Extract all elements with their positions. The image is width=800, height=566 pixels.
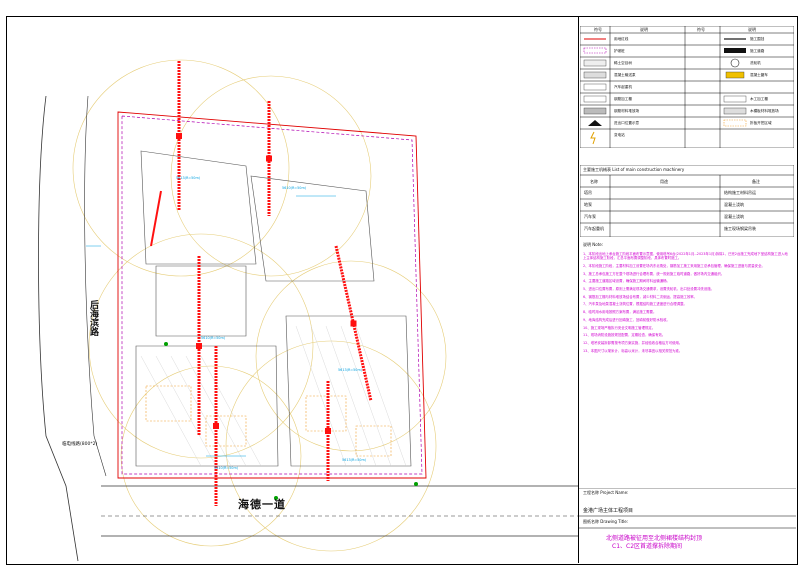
legend-item: 用地红线 bbox=[614, 37, 629, 41]
west-road-edge bbox=[38, 95, 79, 562]
site-plan-drawing bbox=[38, 59, 578, 562]
tower-cranes bbox=[150, 61, 373, 506]
machinery-cell-name: 汽车起重机 bbox=[584, 226, 604, 231]
machinery-header-remark: 备注 bbox=[752, 179, 760, 184]
legend-item: 混凝土输送泵 bbox=[614, 73, 636, 77]
note-item: 12、塔吊安装拆卸需按专项方案实施，并经验收合格后方可使用。 bbox=[583, 340, 683, 345]
legend-item: 施工围挡 bbox=[750, 37, 765, 41]
dimension-lines bbox=[86, 195, 336, 457]
legend-header-symbol: 符号 bbox=[594, 27, 602, 32]
note-item: 5、进出口位置布置，原则上需满足现场交通需求，设置洗轮机，出口处设置冲洗设施。 bbox=[583, 287, 714, 292]
tower-crane-base bbox=[325, 428, 331, 434]
machinery-cell-use: 混凝土浇筑 bbox=[724, 214, 744, 219]
machinery-header-name: 名称 bbox=[590, 179, 598, 184]
drawing-title-line2: C1、C2区首道撑拆除期间 bbox=[612, 543, 683, 550]
crane-label: 5613(R=50m) bbox=[338, 368, 363, 372]
note-item: 6、钢筋加工棚与材料堆放场结合布置，减少材料二次倒运，提高施工效率。 bbox=[583, 294, 698, 299]
crane-label: 5613(R=50m) bbox=[176, 176, 201, 180]
note-item: 8、临时用水用电按照方案布置，满足施工需要。 bbox=[583, 310, 657, 315]
legend-header-symbol-2: 符号 bbox=[697, 27, 705, 32]
legend-header-desc: 说明 bbox=[640, 27, 648, 32]
machinery-cell-use: 混凝土浇筑 bbox=[724, 202, 744, 207]
machinery-grid bbox=[580, 165, 794, 237]
legend-grid bbox=[580, 26, 794, 148]
note-item: 13、本图尺寸以毫米计，标高以米计，未尽事宜以相关规范为准。 bbox=[583, 348, 683, 353]
tower-crane-jib bbox=[150, 190, 162, 247]
legend-item: 变电站 bbox=[614, 133, 625, 137]
legend-item: 钢筋加工棚 bbox=[614, 97, 632, 101]
note-item: 1、本阶段出地上承台施工阶段平面布置示意图，使用塔吊6台(2022年1月--20… bbox=[583, 252, 788, 261]
building-outlines bbox=[135, 150, 412, 467]
machinery-cell-use: 结构施工材料吊运 bbox=[724, 190, 756, 195]
west-road-label: 后海滨路 bbox=[88, 300, 98, 336]
legend-header-desc-2: 说明 bbox=[748, 27, 756, 32]
site-redline bbox=[117, 111, 427, 479]
crane-label: 5610(R=50m) bbox=[282, 186, 307, 190]
notes-list: 1、本阶段出地上承台施工阶段平面布置示意图，使用塔吊6台(2022年1月--20… bbox=[583, 252, 788, 356]
note-item: 7、汽车泵及地泵混凝土浇筑位置，根据结构施工进度进行合理调整。 bbox=[583, 302, 687, 307]
legend-table: 符号 说明 符号 说明 bbox=[580, 26, 794, 148]
title-block bbox=[578, 16, 797, 563]
machinery-table: 主要施工机械表 List of main construction machin… bbox=[580, 165, 794, 237]
tower-crane-base bbox=[266, 155, 272, 162]
legend-item: 钢筋材料堆放场 bbox=[614, 109, 640, 113]
note-item: 4、主要施工道路区域设置，确保施工期间材料运输通畅。 bbox=[583, 279, 670, 284]
west-road-edge-inner bbox=[84, 95, 107, 477]
note-item: 2、本阶段施工阶段，主要材料加工设置在场内东北角处，钢筋加工施工采用施工总承包管… bbox=[583, 263, 765, 268]
legend-item: 木模板材料堆放场 bbox=[750, 109, 779, 113]
crane-label: 5610(R=50m) bbox=[201, 336, 226, 340]
tower-crane-base bbox=[350, 320, 357, 327]
machinery-cell-name: 汽车泵 bbox=[584, 214, 596, 219]
legend-item: 施工道路 bbox=[750, 49, 765, 53]
title-lines bbox=[578, 488, 796, 529]
note-item: 9、地库结构完成后进行回填施工，回填前做好防水验收。 bbox=[583, 317, 670, 322]
drawing-title-line1: 北侧道路被征用至北侧裙楼结构封顶 bbox=[606, 535, 703, 542]
legend-item: 护坡桩 bbox=[614, 49, 625, 53]
machinery-cell-name: 地泵 bbox=[584, 202, 592, 207]
crane-label: 5613(R=50m) bbox=[342, 458, 367, 462]
drawing-title-label: 图纸名称 Drawing Title: bbox=[583, 519, 629, 524]
hatched-zones bbox=[140, 325, 407, 467]
machinery-cell-use: 施工现场钢梁吊装 bbox=[724, 226, 756, 231]
machinery-header-use: 用途 bbox=[660, 179, 668, 184]
machinery-cell-name: 塔吊 bbox=[584, 190, 592, 195]
machinery-title: 主要施工机械表 List of main construction machin… bbox=[583, 167, 685, 172]
legend-item: 汽车起重机 bbox=[614, 85, 632, 89]
project-name-label: 工程名称 Project Name: bbox=[583, 490, 629, 495]
note-item: 3、施工总承包施工方在整个现场进行合理布置，统一规划施工临时道路，做好场内交通组… bbox=[583, 271, 725, 276]
crane-label: 5610(R=50m) bbox=[214, 466, 239, 470]
south-road-label: 海德一道 bbox=[238, 498, 286, 511]
legend-item: 稀土空目树 bbox=[614, 61, 632, 65]
tower-crane-base bbox=[213, 423, 219, 429]
project-name: 金港广场主体工程项目 bbox=[583, 508, 634, 514]
site-hoarding bbox=[121, 115, 423, 475]
note-item: 10、施工现场严格执行安全文明施工管理规定。 bbox=[583, 325, 656, 330]
legend-item: 洗轮机 bbox=[750, 61, 761, 65]
legend-item: 进出口位置示意 bbox=[614, 121, 640, 125]
legend-item: 木工加工棚 bbox=[750, 97, 768, 101]
tower-crane-base bbox=[196, 343, 202, 349]
drawing-frame bbox=[6, 16, 798, 565]
boundary-label: 临电线路(800*2) bbox=[62, 442, 98, 447]
tower-crane-base bbox=[176, 133, 182, 139]
note-item: 11、现场消防设施按规范配置，定期检查，确保有效。 bbox=[583, 333, 666, 338]
excavation-zones bbox=[145, 385, 392, 457]
site-markers bbox=[164, 342, 418, 500]
legend-item: 折板开挖区域 bbox=[750, 121, 772, 125]
crane-radius-circles bbox=[72, 59, 447, 552]
legend-item: 混凝土罐车 bbox=[750, 73, 768, 77]
notes-header: 说明 Note: bbox=[583, 242, 604, 247]
